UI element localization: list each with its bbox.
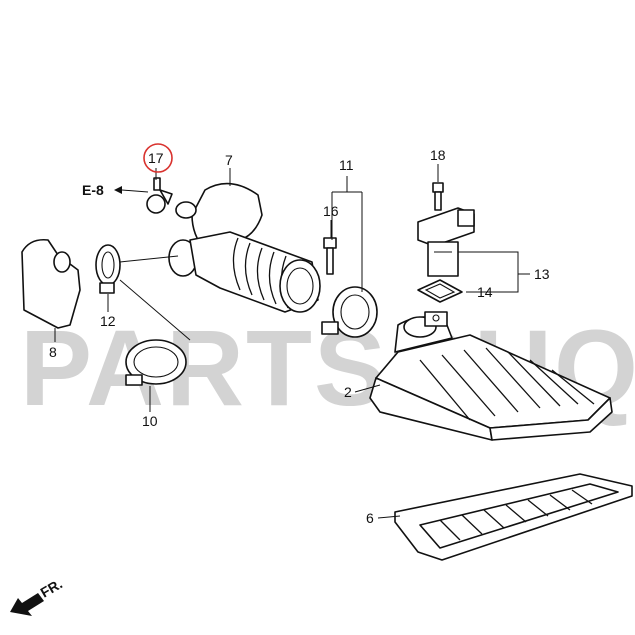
front-arrow-icon [10,593,44,616]
intake-hose[interactable] [168,182,321,313]
air-cleaner-case[interactable] [369,311,613,441]
callout-2[interactable]: 2 [344,384,352,400]
callout-18[interactable]: 18 [430,147,446,163]
callout-6[interactable]: 6 [366,510,374,526]
reference-e8[interactable]: E-8 [82,182,149,198]
callout-labels: 7 11 16 18 13 14 12 8 10 2 6 17 [49,143,550,526]
bolt-16[interactable] [323,237,337,275]
air-filter-element[interactable] [394,473,633,561]
arrow-left-icon [114,186,122,194]
clip-17[interactable] [146,177,173,214]
callout-12[interactable]: 12 [100,313,116,329]
callout-13[interactable]: 13 [534,266,550,282]
leader-lines [54,164,530,519]
front-label: FR. [38,575,66,600]
air-flow-sensor[interactable] [417,207,475,277]
bolt-18[interactable] [432,182,444,211]
hose-band-10[interactable] [125,339,187,386]
callout-11[interactable]: 11 [339,157,354,173]
callout-8[interactable]: 8 [49,344,57,360]
front-indicator: FR. [10,575,65,616]
callout-14[interactable]: 14 [477,284,493,300]
callout-7[interactable]: 7 [225,152,233,168]
hose-clamp-11[interactable] [321,286,378,338]
highlight-circle [143,143,173,173]
band-clamp-12[interactable] [95,244,121,294]
reference-label: E-8 [82,182,104,198]
callout-10[interactable]: 10 [142,413,158,429]
callout-16[interactable]: 16 [323,203,339,219]
resonator[interactable] [21,238,81,329]
callout-17[interactable]: 17 [148,150,164,166]
gasket-14[interactable] [417,279,463,303]
